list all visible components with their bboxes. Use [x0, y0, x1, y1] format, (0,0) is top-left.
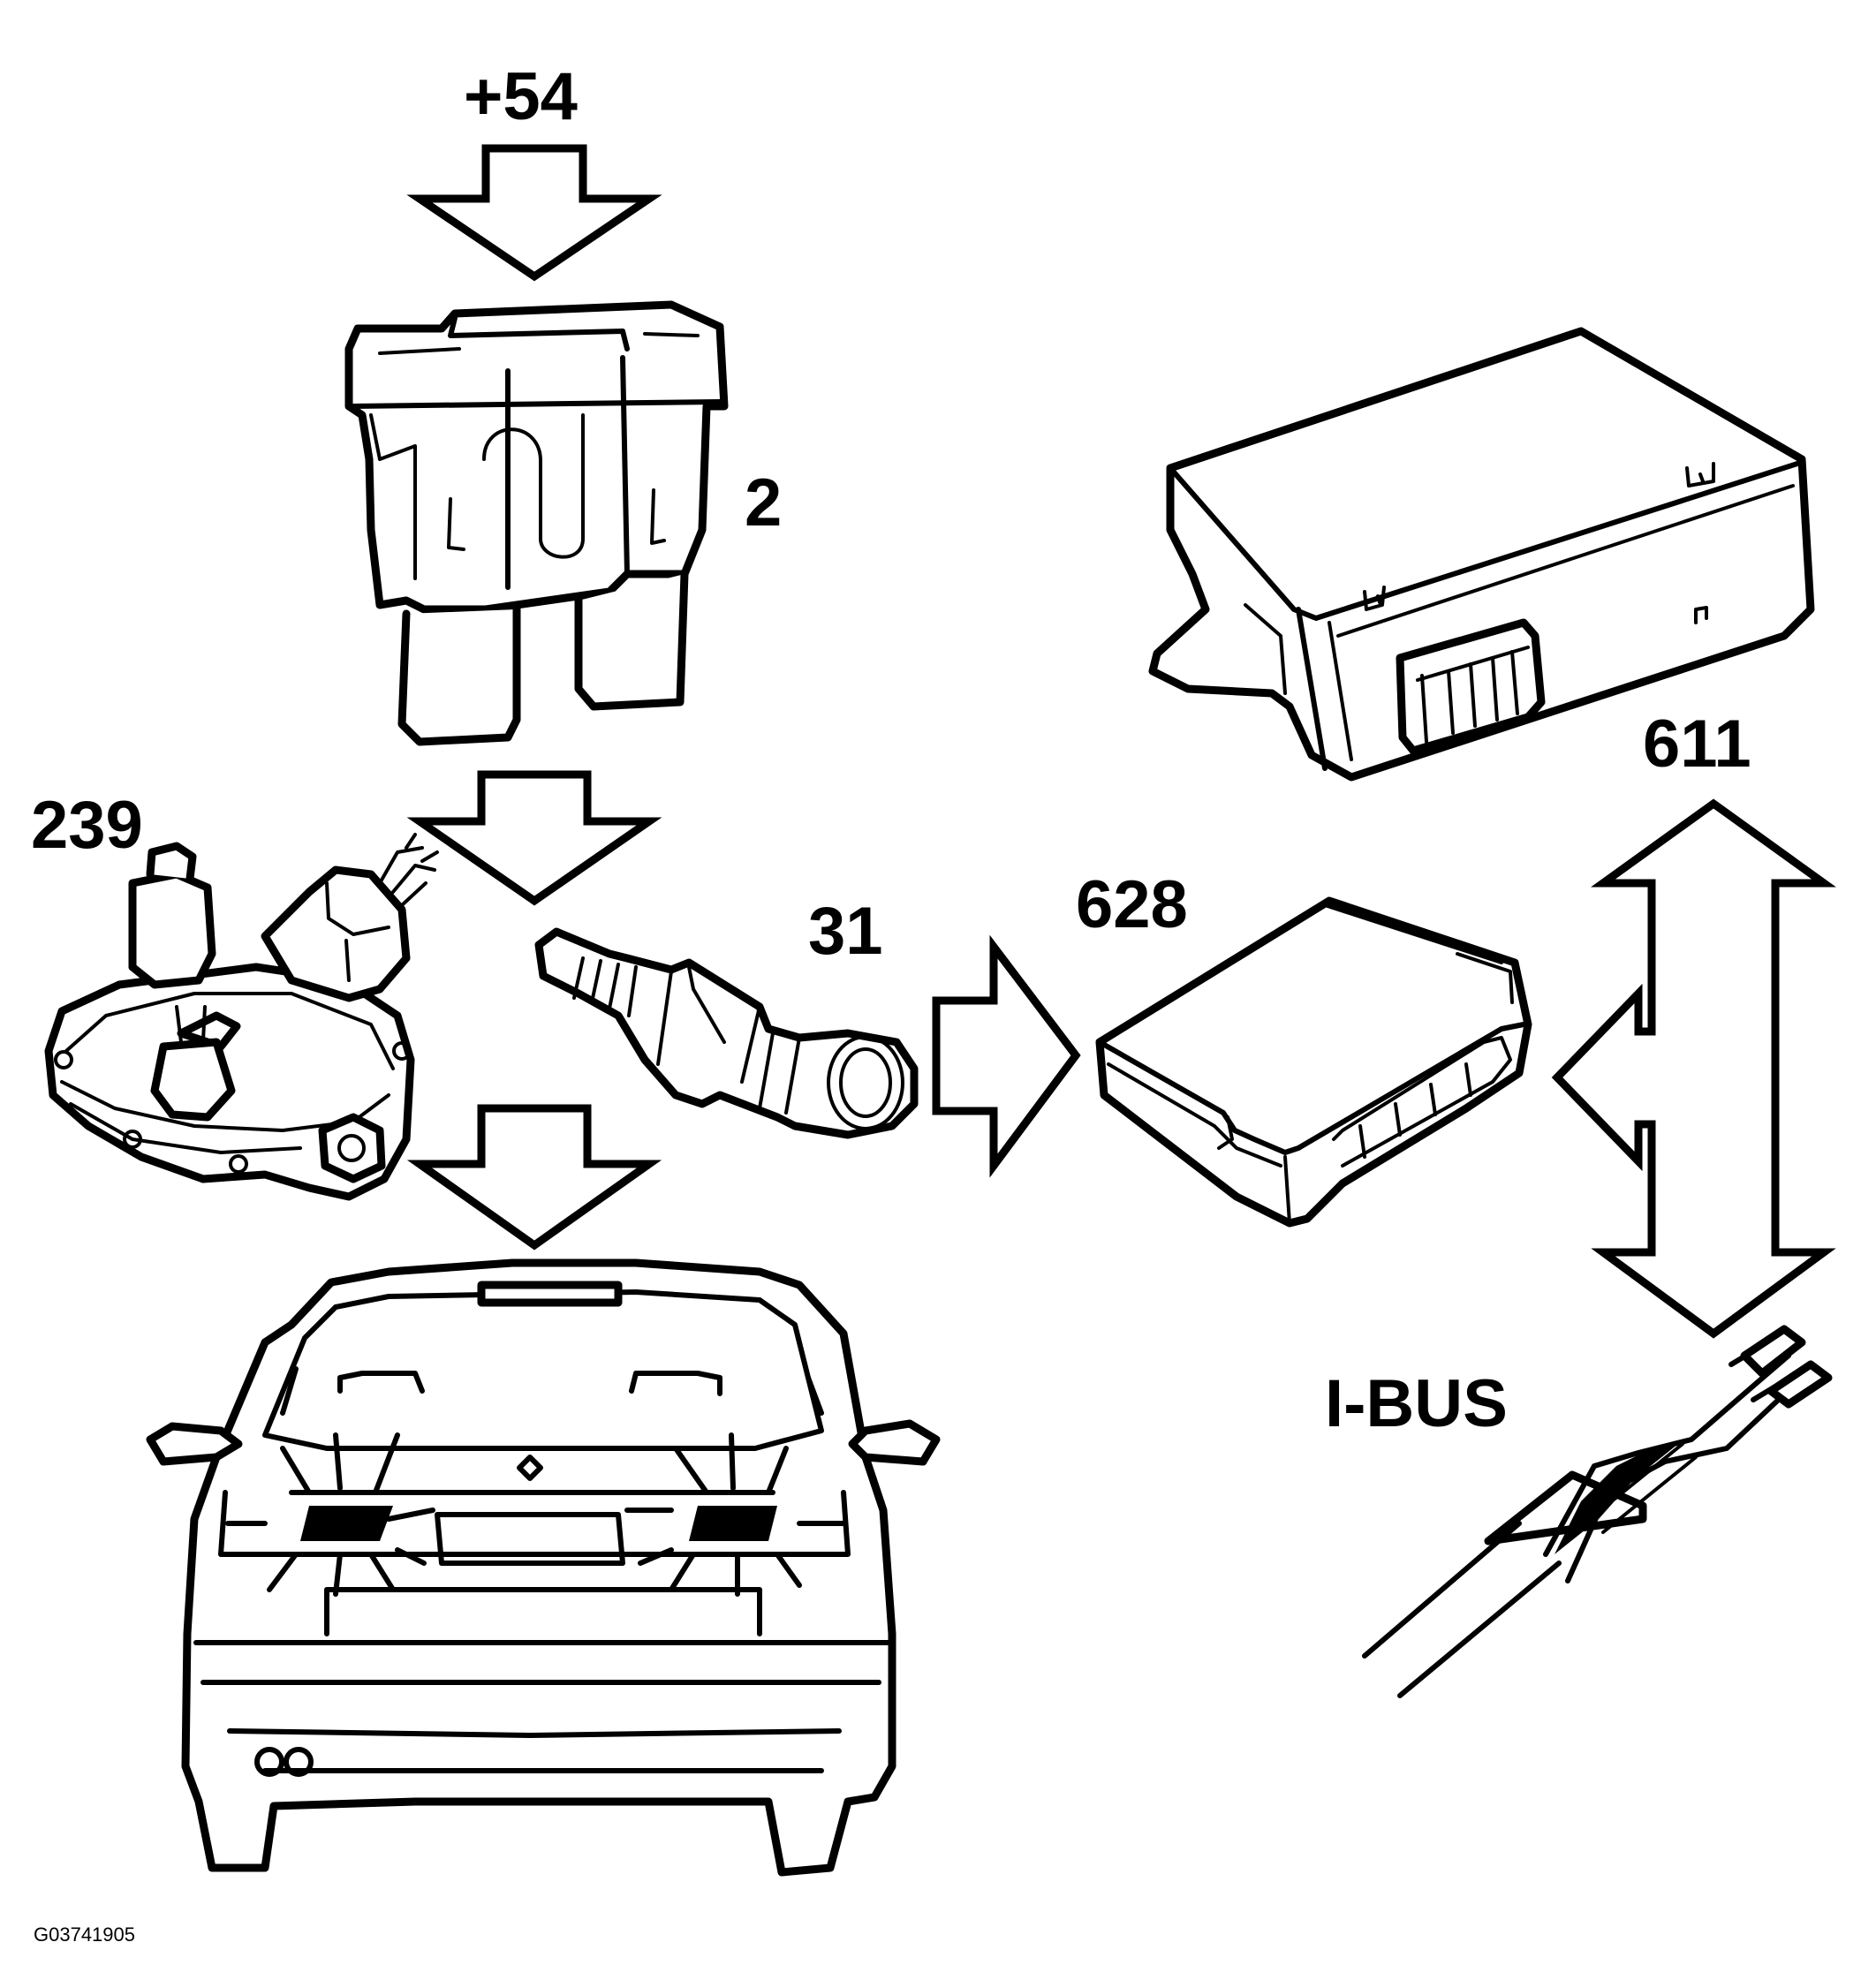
- reverse-light-switch-icon: [534, 927, 919, 1139]
- i-bus-cable-icon: [1362, 1325, 1833, 1698]
- supply-arrow: [406, 144, 662, 282]
- label-module-611: 611: [1643, 707, 1751, 782]
- gear-selector-icon: [44, 833, 439, 1201]
- label-module-628: 628: [1076, 867, 1188, 942]
- label-i-bus: I-BUS: [1325, 1366, 1508, 1441]
- vehicle-rear-icon: [146, 1258, 941, 1877]
- label-fuse: 2: [745, 465, 782, 540]
- module-628-icon: [1095, 896, 1532, 1228]
- switch-to-lamps-arrow: [406, 1104, 662, 1251]
- switch-to-628-arrow: [932, 934, 1081, 1178]
- i-bus-arrow: [1551, 798, 1836, 1339]
- fuse-icon: [344, 300, 729, 746]
- fuse-to-switch-arrow: [406, 770, 662, 906]
- module-611-icon: [1148, 327, 1815, 782]
- figure-code: G03741905: [34, 1923, 135, 1946]
- label-reverse-switch: 31: [808, 894, 883, 969]
- label-gear-selector: 239: [31, 788, 143, 863]
- label-supply: +54: [464, 59, 578, 134]
